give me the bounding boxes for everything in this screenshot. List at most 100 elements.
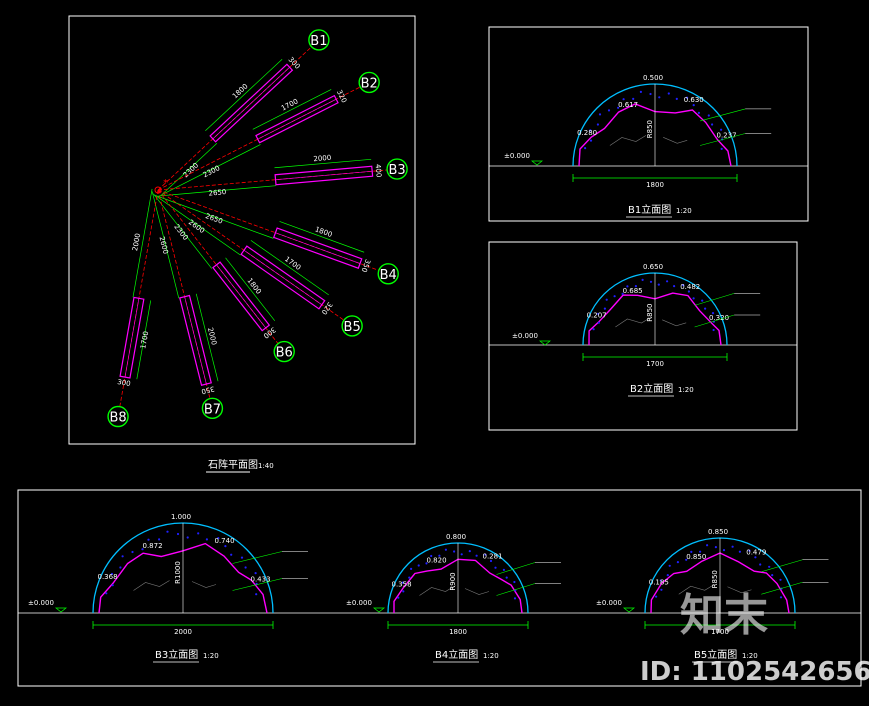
hatch-dot — [475, 554, 478, 557]
hatch-dot — [105, 592, 108, 595]
stone-tag-label: B2 — [361, 76, 378, 91]
hatch-dot — [634, 285, 638, 288]
hatch-dot — [589, 139, 593, 142]
hatch-dot — [505, 576, 508, 579]
stone-outline — [255, 94, 339, 144]
hatch-dot — [714, 546, 718, 549]
hatch-dot — [659, 579, 662, 582]
stone-tag-label: B3 — [388, 163, 405, 178]
leader-line — [761, 559, 803, 573]
hatch-dot — [158, 538, 161, 541]
hatch-dot — [217, 537, 220, 540]
radius-label: R850 — [646, 303, 654, 321]
hatch-dot — [205, 538, 208, 541]
stone-tag-circle — [386, 158, 408, 180]
base-label: 2000 — [174, 628, 192, 636]
stone-tag-label: B7 — [204, 402, 221, 417]
height-label: 0.280 — [577, 129, 597, 137]
hatch-dot — [607, 109, 611, 112]
level-label: ±0.000 — [346, 599, 372, 607]
hatch-dot — [649, 92, 652, 96]
length-dimension — [279, 221, 365, 253]
hatch-dot — [706, 544, 709, 547]
stone-tag-circle — [358, 71, 380, 94]
height-label: 0.820 — [427, 557, 447, 565]
hatch-dot — [711, 312, 715, 315]
hatch-dot — [410, 567, 413, 571]
bottom-frame — [17, 489, 862, 687]
hatch-dot — [484, 553, 487, 556]
plan-origin — [154, 186, 162, 194]
hatch-dot — [754, 556, 757, 559]
radius-label: R850 — [711, 570, 719, 588]
length-dimension — [225, 257, 276, 322]
hatch-dot — [502, 568, 505, 572]
hatch-dot — [494, 566, 497, 569]
hatch-dot — [668, 564, 671, 567]
hatch-dot — [682, 284, 685, 287]
stone-tag-label: B5 — [344, 320, 361, 335]
stone-tag-circle — [377, 263, 399, 285]
hatch-dot — [655, 595, 658, 598]
hatch-dot — [720, 147, 723, 150]
hatch-dot — [444, 548, 447, 551]
height-label: 0.358 — [392, 580, 412, 588]
hatch-dot — [622, 98, 625, 101]
hatch-dot — [697, 111, 701, 114]
stone-outline — [119, 296, 145, 379]
hatch-dot — [513, 580, 516, 584]
distance-label: 2300 — [172, 223, 189, 242]
watermark-id: ID: 1102542656 — [640, 657, 869, 687]
hatch-dot — [598, 113, 602, 116]
height-label: 0.237 — [717, 131, 737, 139]
hatch-dot — [141, 548, 144, 551]
elevation-title: B2立面图 — [630, 382, 673, 395]
stone-centerline — [124, 298, 140, 378]
stone-outline — [274, 165, 374, 186]
hatch-dot — [675, 97, 678, 100]
width-label: 300 — [262, 325, 277, 340]
elevation-scale: 1:20 — [678, 386, 694, 394]
hatch-dot — [197, 532, 200, 535]
hatch-dot — [666, 574, 669, 577]
hatch-dot — [685, 558, 688, 561]
hatch-dot — [605, 298, 608, 301]
hatch-dot — [658, 96, 661, 99]
hatch-dot — [711, 123, 714, 126]
hatch-dot — [417, 564, 420, 567]
watermark-brand: 知末 — [680, 590, 768, 641]
length-dimension — [136, 300, 152, 380]
base-label: 1700 — [711, 628, 729, 636]
hatch-dot — [596, 123, 600, 126]
hatch-dot — [699, 550, 702, 553]
hatch-dot — [686, 96, 689, 99]
length-dimension — [195, 293, 219, 382]
stone-tag-circle — [341, 315, 363, 337]
rock-texture — [419, 585, 490, 596]
hatch-dot — [639, 90, 643, 93]
length-label: 1800 — [231, 82, 249, 100]
radius-label: R900 — [449, 572, 457, 590]
hatch-dot — [230, 553, 233, 556]
hatch-dot — [779, 596, 783, 599]
hatch-dot — [425, 562, 428, 565]
level-label: ±0.000 — [504, 152, 530, 160]
distance-label: 2600 — [158, 236, 170, 255]
hatch-dot — [692, 104, 695, 107]
length-dimension — [274, 158, 372, 169]
elevation-title: B4立面图 — [435, 648, 478, 661]
stone-tag-circle — [273, 340, 295, 363]
axis-line — [157, 189, 353, 327]
axis-line — [157, 82, 370, 191]
hatch-dot — [489, 559, 493, 563]
distance-dimension — [161, 142, 218, 195]
hatch-dot — [589, 129, 592, 132]
distance-dimension — [151, 191, 180, 299]
rock-texture — [133, 580, 217, 591]
height-label: 0.500 — [643, 74, 663, 82]
